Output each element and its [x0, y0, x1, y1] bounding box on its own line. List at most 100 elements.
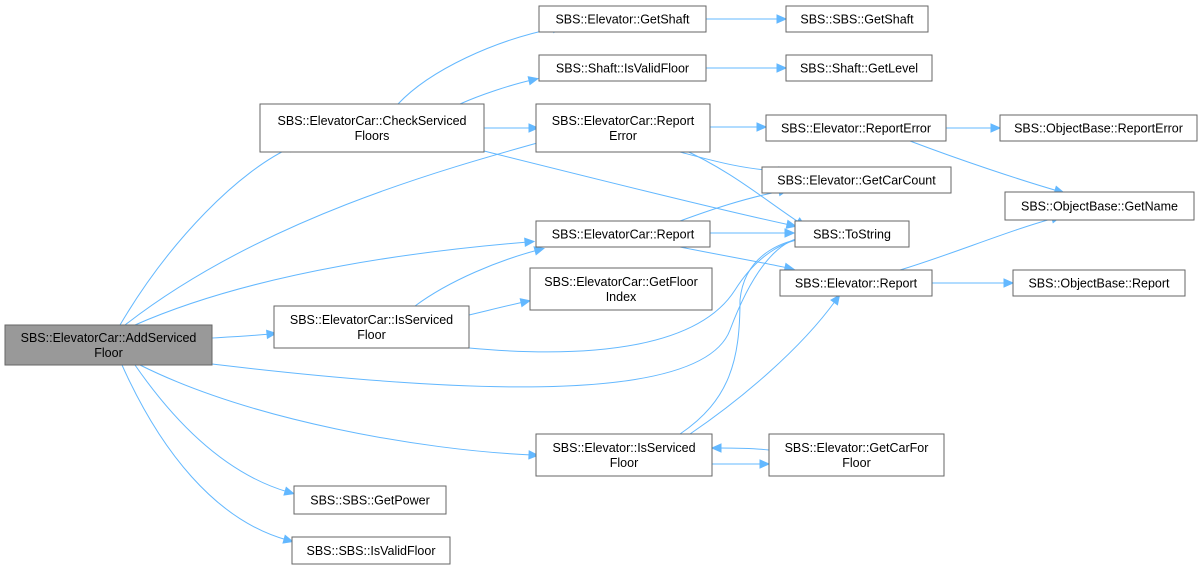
node-box: [1004, 191, 1195, 221]
edge-arrowhead: [759, 459, 771, 469]
edge-addServicedFloor-to-sbsGetPower: [134, 364, 295, 496]
edge-arrowhead: [528, 123, 540, 133]
node-elevReportError[interactable]: SBS::Elevator::ReportError: [765, 114, 947, 142]
edge-arrowhead: [283, 486, 295, 496]
node-label-line: SBS::Elevator::IsServiced: [552, 441, 695, 455]
edge-line: [414, 249, 539, 307]
edge-elevReport-to-objGetName: [899, 214, 1062, 271]
edge-arrowhead: [784, 228, 796, 238]
edge-addServicedFloor-to-elevIsServicedFloor: [139, 364, 540, 460]
edge-line: [211, 236, 807, 388]
edge-line: [468, 237, 807, 353]
edge-carIsServicedFloor-to-carGetFloorIndex: [468, 298, 532, 316]
edge-line: [679, 147, 801, 224]
edge-elevIsServicedFloor-to-elevReport: [689, 294, 841, 435]
node-label-line: SBS::Shaft::GetLevel: [800, 62, 918, 76]
node-objReportError[interactable]: SBS::ObjectBase::ReportError: [999, 114, 1198, 142]
node-elevGetCarCount[interactable]: SBS::Elevator::GetCarCount: [761, 166, 952, 194]
node-box: [761, 166, 952, 194]
edge-line: [459, 79, 533, 105]
node-label-line: SBS::SBS::IsValidFloor: [307, 544, 436, 558]
edge-elevReport-to-objReport: [931, 278, 1015, 288]
node-shaftIsValidFloor[interactable]: SBS::Shaft::IsValidFloor: [538, 54, 707, 82]
edge-arrowhead: [990, 123, 1002, 133]
node-label-line: Floor: [842, 456, 870, 470]
node-sbsGetShaft[interactable]: SBS::SBS::GetShaft: [785, 5, 929, 33]
edge-elevReportError-to-objReportError: [945, 123, 1002, 133]
edge-line: [679, 237, 807, 435]
node-label-line: SBS::ElevatorCar::AddServiced: [21, 331, 197, 345]
edge-addServicedFloor-to-carIsServicedFloor: [211, 329, 278, 340]
edge-shaftIsValidFloor-to-shaftGetLevel: [706, 63, 788, 73]
node-objGetName[interactable]: SBS::ObjectBase::GetName: [1004, 191, 1195, 221]
node-carReport[interactable]: SBS::ElevatorCar::Report: [535, 220, 711, 248]
edge-arrowhead: [528, 450, 540, 460]
node-box: [794, 220, 910, 248]
edge-line: [689, 299, 837, 435]
node-carReportError[interactable]: SBS::ElevatorCar::ReportError: [535, 103, 711, 153]
edge-carReportError-to-elevReportError: [710, 122, 768, 132]
node-label-line: SBS::ElevatorCar::IsServiced: [290, 313, 453, 327]
edge-elevGetCarForFloor-to-elevIsServicedFloor: [710, 443, 770, 453]
node-box: [259, 103, 485, 153]
node-label-line: SBS::ObjectBase::GetName: [1021, 200, 1178, 214]
edge-addServicedFloor-to-carReport: [134, 237, 536, 326]
edge-line: [459, 144, 791, 226]
edge-arrowhead: [519, 298, 532, 308]
node-label-line: Floors: [355, 129, 390, 143]
node-label-line: SBS::ToString: [813, 228, 891, 242]
node-box: [535, 103, 711, 153]
node-box: [535, 220, 711, 248]
node-box: [765, 114, 947, 142]
edge-checkServicedFloors-to-elevGetShaft: [397, 23, 564, 105]
node-elevReport[interactable]: SBS::Elevator::Report: [779, 269, 933, 297]
edge-line: [124, 139, 549, 326]
node-label-line: SBS::Shaft::IsValidFloor: [556, 62, 689, 76]
node-label-line: SBS::ObjectBase::ReportError: [1014, 122, 1183, 136]
edge-checkServicedFloors-to-shaftIsValidFloor: [459, 76, 540, 105]
edge-addServicedFloor-to-carReportError: [124, 136, 555, 326]
node-label-line: SBS::Elevator::ReportError: [781, 122, 931, 136]
edge-arrowhead: [527, 76, 540, 86]
edge-line: [468, 301, 525, 316]
edge-arrowhead: [785, 219, 798, 229]
node-box: [538, 5, 707, 33]
edge-line: [397, 27, 557, 105]
node-label-line: SBS::ObjectBase::Report: [1028, 277, 1170, 291]
node-box: [538, 54, 707, 82]
node-label-line: Error: [609, 129, 637, 143]
edge-elevIsServicedFloor-to-elevGetCarForFloor: [711, 459, 771, 469]
node-label-line: SBS::ElevatorCar::Report: [552, 228, 695, 242]
node-box: [999, 114, 1198, 142]
edge-elevIsServicedFloor-to-toString: [679, 233, 814, 435]
edge-elevGetShaft-to-sbsGetShaft: [706, 14, 788, 24]
edge-line: [134, 364, 289, 493]
node-label-line: SBS::ElevatorCar::CheckServiced: [278, 114, 467, 128]
edge-arrowhead: [1003, 278, 1015, 288]
node-sbsIsValidFloor[interactable]: SBS::SBS::IsValidFloor: [291, 536, 451, 565]
node-box: [291, 536, 451, 565]
node-label-line: SBS::Elevator::GetShaft: [555, 13, 690, 27]
node-shaftGetLevel[interactable]: SBS::Shaft::GetLevel: [785, 54, 933, 82]
edge-arrowhead: [524, 237, 536, 248]
node-elevGetShaft[interactable]: SBS::Elevator::GetShaft: [538, 5, 707, 33]
edge-line: [119, 146, 293, 326]
edge-carReport-to-toString: [710, 228, 796, 238]
edge-line: [121, 364, 288, 541]
node-label-line: Index: [606, 290, 637, 304]
node-label-line: SBS::ElevatorCar::GetFloor: [544, 275, 698, 289]
node-sbsGetPower[interactable]: SBS::SBS::GetPower: [293, 485, 447, 515]
edge-arrowhead: [776, 14, 788, 24]
node-box: [529, 267, 713, 311]
edge-line: [134, 241, 529, 326]
node-objReport[interactable]: SBS::ObjectBase::Report: [1012, 269, 1186, 297]
node-box: [785, 54, 933, 82]
node-box: [535, 433, 713, 477]
node-toString[interactable]: SBS::ToString: [794, 220, 910, 248]
